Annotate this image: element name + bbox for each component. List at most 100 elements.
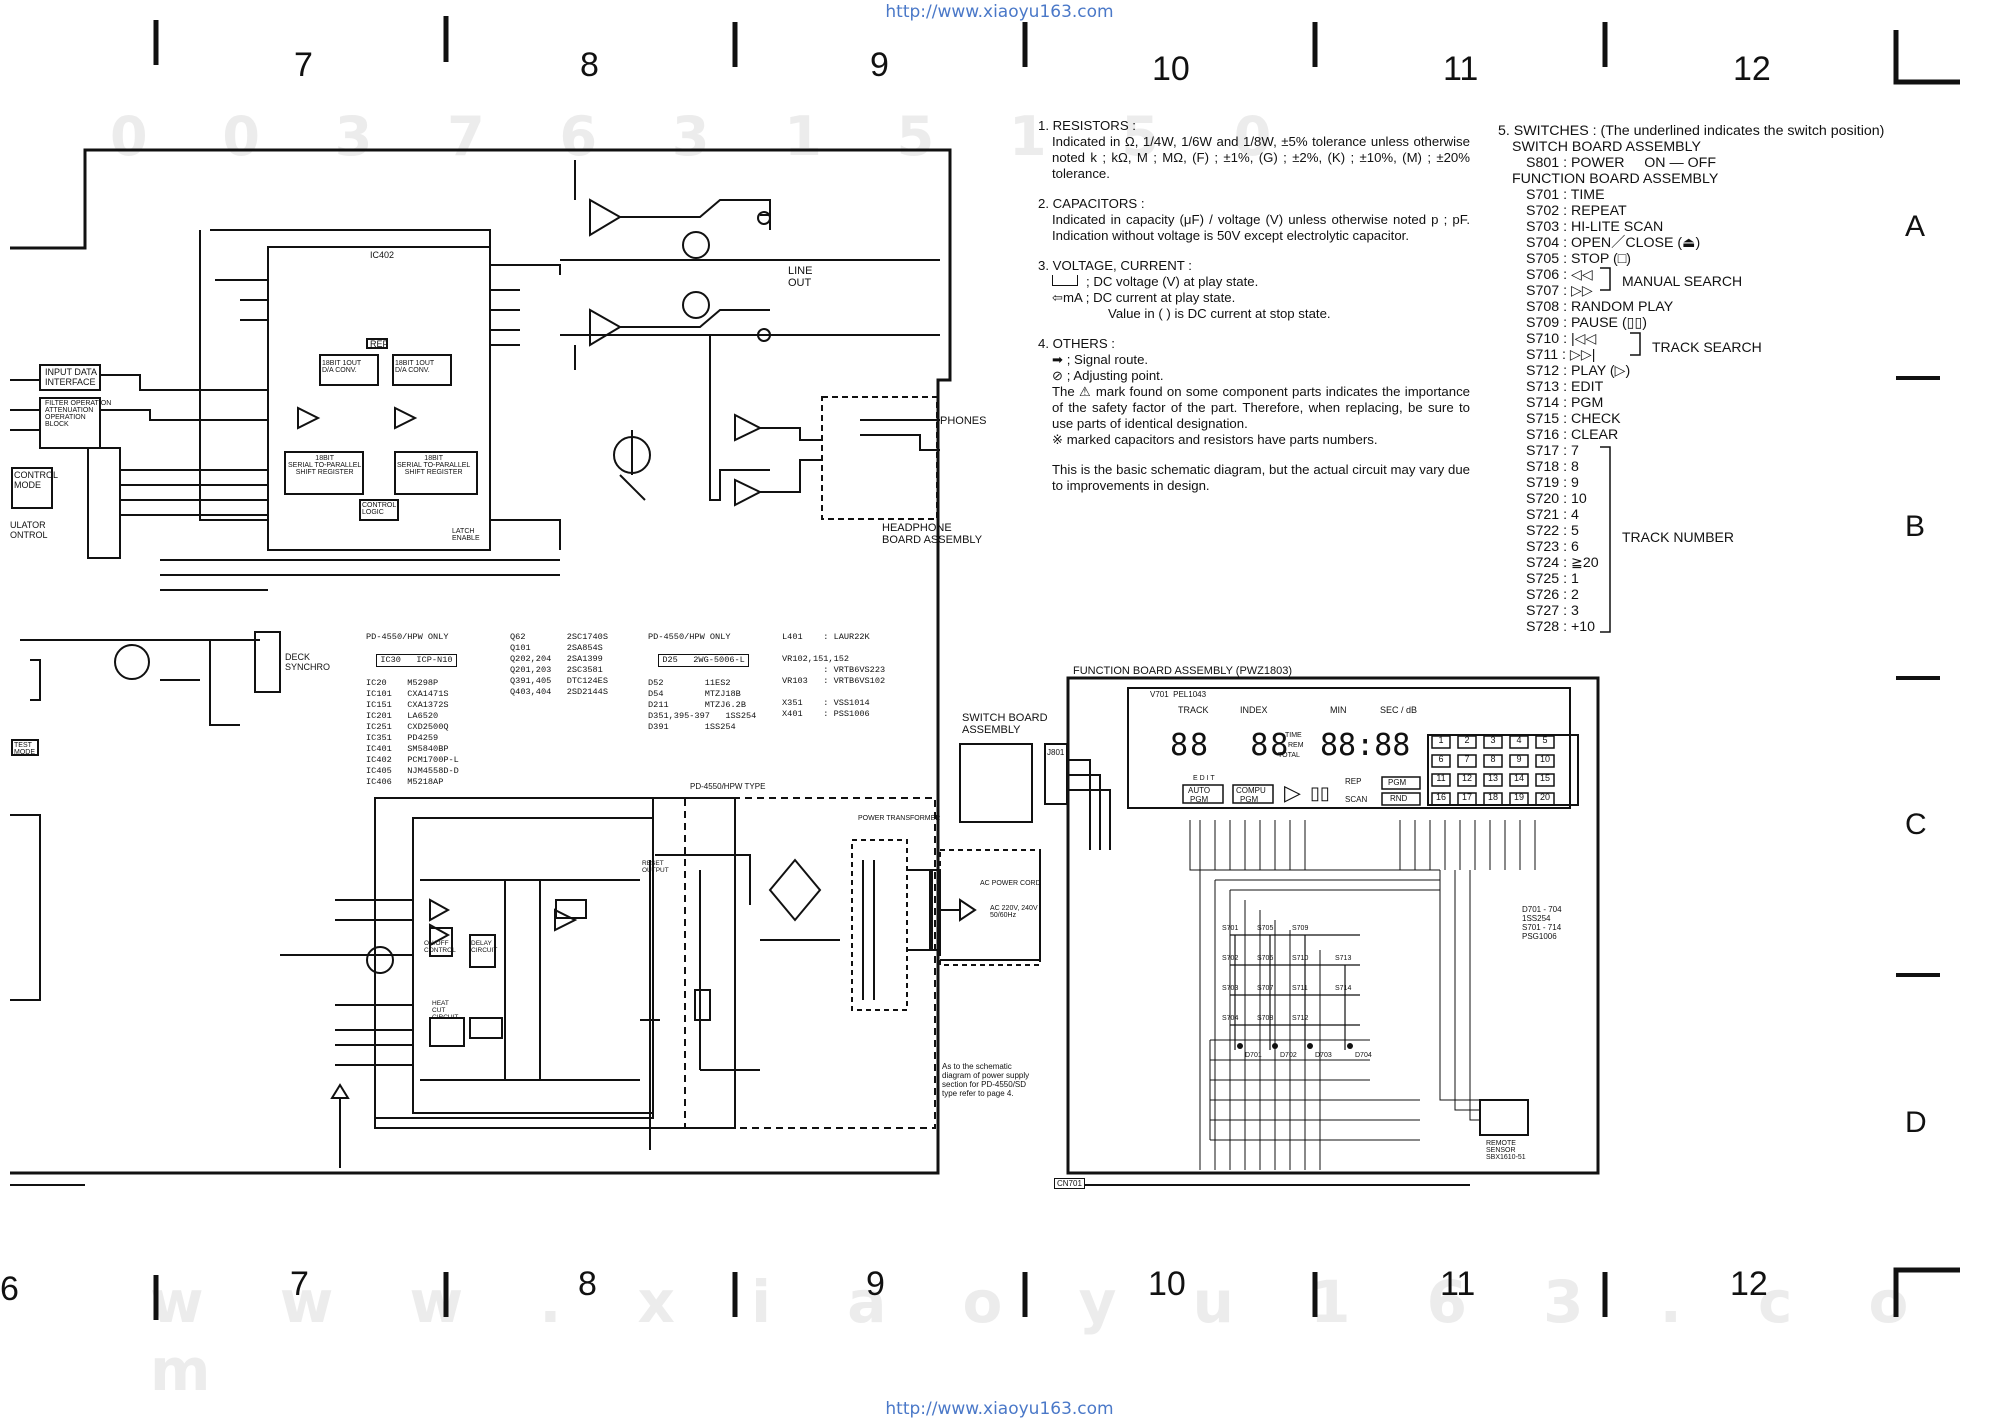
fl-key-label: 19 bbox=[1513, 792, 1524, 802]
header-url[interactable]: http://www.xiaoyu163.com bbox=[885, 2, 1114, 22]
fl-sec: SEC / dB bbox=[1380, 705, 1418, 715]
matrix-switch-label: S709 bbox=[1292, 925, 1309, 932]
power-transformer-label: POWER TRANSFORMER bbox=[858, 815, 941, 822]
fl-pgm-left: PGM bbox=[1190, 795, 1209, 804]
parts-col1-header: PD-4550/HPW ONLY bbox=[366, 632, 449, 642]
switch-item: S719 : 9 bbox=[1526, 475, 1579, 491]
switch-item: S703 : HI-LITE SCAN bbox=[1526, 219, 1664, 235]
fl-pgm-box: PGM bbox=[1388, 778, 1407, 787]
matrix-diode-label: D703 bbox=[1315, 1052, 1332, 1059]
footer-url[interactable]: http://www.xiaoyu163.com bbox=[885, 1399, 1114, 1419]
fl-key-label: 17 bbox=[1461, 792, 1472, 802]
switch-item: S725 : 1 bbox=[1526, 571, 1579, 587]
parts-entry: IC201 LA6520 bbox=[366, 711, 439, 721]
fl-key-label: 16 bbox=[1435, 792, 1446, 802]
parts-entry: VR103 : VRTB6VS102 bbox=[782, 676, 886, 686]
fl-key-label: 8 bbox=[1490, 754, 1496, 764]
switch-item: S715 : CHECK bbox=[1526, 411, 1621, 427]
matrix-switch-label: S710 bbox=[1292, 955, 1309, 962]
fl-key-label: 12 bbox=[1461, 773, 1472, 783]
fl-key-label: 9 bbox=[1516, 754, 1522, 764]
col-number-9-bottom: 9 bbox=[866, 1265, 885, 1303]
fl-rep: REP bbox=[1345, 777, 1362, 786]
parts-entry: IC405 NJM4558D-D bbox=[366, 766, 459, 776]
others-line1: ➡ ; Signal route. bbox=[1052, 352, 1149, 367]
on-off-control: ON/OFF CONTROL bbox=[424, 940, 456, 954]
fl-key-label: 4 bbox=[1516, 735, 1522, 745]
parts-col3: PD-4550/HPW ONLY D25 2WG-5006-L D52 11ES… bbox=[648, 610, 756, 744]
switch-item: S704 : OPEN／CLOSE (⏏) bbox=[1526, 235, 1701, 251]
switch-item: S708 : RANDOM PLAY bbox=[1526, 299, 1674, 315]
line-out-label: LINE OUT bbox=[788, 265, 813, 289]
col-number-12-top: 12 bbox=[1733, 50, 1771, 88]
track-search-label: TRACK SEARCH bbox=[1652, 339, 1762, 355]
switch-item: S705 : STOP (□) bbox=[1526, 251, 1632, 267]
parts-entry: IC402 PCM1700P-L bbox=[366, 755, 459, 765]
notes-block: 1. RESISTORS : Indicated in Ω, 1/4W, 1/6… bbox=[1038, 118, 1470, 494]
switch-item: S716 : CLEAR bbox=[1526, 427, 1619, 443]
fl-key-label: 11 bbox=[1436, 773, 1446, 783]
s801-line: S801 : POWER ON — OFF bbox=[1526, 155, 1716, 171]
switches-title: 5. SWITCHES : (The underlined indicates … bbox=[1498, 123, 1885, 139]
matrix-switch-label: S712 bbox=[1292, 1015, 1309, 1022]
others-line3: The ⚠ mark found on some component parts… bbox=[1052, 384, 1470, 431]
fl-pause-icon: ▯▯ bbox=[1310, 783, 1330, 803]
matrix-switch-label: S702 bbox=[1222, 955, 1239, 962]
col-number-12-bottom: 12 bbox=[1730, 1265, 1768, 1303]
matrix-switch-label: S711 bbox=[1292, 985, 1308, 992]
fl-key-label: 13 bbox=[1487, 773, 1498, 783]
others-line2: ⊘ ; Adjusting point. bbox=[1052, 368, 1164, 383]
matrix-diode-label: D704 bbox=[1355, 1052, 1372, 1059]
phones-label: PHONES bbox=[940, 415, 987, 427]
switch-item: S709 : PAUSE (▯▯) bbox=[1526, 315, 1648, 331]
fl-total: TOTAL bbox=[1278, 752, 1300, 759]
switch-item: S723 : 6 bbox=[1526, 539, 1579, 555]
ref-label: REF bbox=[370, 339, 388, 349]
reset-output: RESET OUTPUT bbox=[642, 860, 669, 874]
j801-label: J801 bbox=[1047, 748, 1065, 757]
parts-entry: D54 MTZJ18B bbox=[648, 689, 741, 699]
switch-item: S710 : |◁◁ bbox=[1526, 331, 1597, 347]
headphone-board-label: HEADPHONE BOARD ASSEMBLY bbox=[882, 522, 983, 546]
parts-entry: Q403,404 2SD2144S bbox=[510, 687, 608, 697]
col-number-8-top: 8 bbox=[580, 46, 599, 84]
parts-entry: VR102,151,152 bbox=[782, 654, 850, 664]
fl-key-label: 1 bbox=[1438, 735, 1444, 745]
fl-digits-right: 88:88 bbox=[1320, 728, 1411, 763]
fl-key-label: 3 bbox=[1490, 735, 1496, 745]
voltage-line1: ; DC voltage (V) at play state. bbox=[1038, 274, 1470, 290]
row-letter-c: C bbox=[1905, 808, 1927, 841]
col-number-6-bottom: 6 bbox=[0, 1270, 19, 1308]
matrix-switch-label: S713 bbox=[1335, 955, 1352, 962]
matrix-switch-label: S704 bbox=[1222, 1015, 1239, 1022]
fl-auto: AUTO bbox=[1188, 786, 1211, 795]
heat-cut-circuit: HEAT CUT CIRCUIT bbox=[432, 1000, 459, 1021]
col-number-9-top: 9 bbox=[870, 46, 889, 84]
parts-entry: D211 MTZJ6.2B bbox=[648, 700, 746, 710]
parts-entry: IC101 CXA1471S bbox=[366, 689, 449, 699]
parts-col1: PD-4550/HPW ONLY IC30 ICP-N10 IC20 M5298… bbox=[366, 610, 459, 799]
col-number-7-top: 7 bbox=[294, 46, 313, 84]
switch-item: S702 : REPEAT bbox=[1526, 203, 1627, 219]
row-letter-d: D bbox=[1905, 1106, 1927, 1139]
function-board-heading: FUNCTION BOARD ASSEMBLY bbox=[1512, 171, 1719, 187]
switch-item: S713 : EDIT bbox=[1526, 379, 1604, 395]
parts-entry: Q101 2SA854S bbox=[510, 643, 603, 653]
parts-col1-box: IC30 ICP-N10 bbox=[376, 654, 457, 667]
row-letter-b: B bbox=[1905, 510, 1926, 543]
schematic-note: As to the schematic diagram of power sup… bbox=[942, 1062, 1030, 1098]
parts-entry: Q391,405 DTC124ES bbox=[510, 676, 608, 686]
v701-label: V701 PEL1043 bbox=[1150, 690, 1207, 699]
fl-time: TIME bbox=[1285, 732, 1302, 739]
fl-play-icon: ▷ bbox=[1284, 780, 1301, 805]
parts-entry: IC406 M5218AP bbox=[366, 777, 444, 787]
shift-register-left: 18BIT SERIAL TO-PARALLEL SHIFT REGISTER bbox=[288, 455, 362, 476]
matrix-switch-label: S706 bbox=[1257, 955, 1274, 962]
pd4550-hpw-type: PD-4550/HPW TYPE bbox=[690, 782, 766, 791]
parts-entry: X351 : VSS1014 bbox=[782, 698, 870, 708]
matrix-diode-label: D702 bbox=[1280, 1052, 1297, 1059]
latch-enable: LATCH ENABLE bbox=[452, 528, 480, 542]
parts-col3-box: D25 2WG-5006-L bbox=[658, 654, 749, 667]
